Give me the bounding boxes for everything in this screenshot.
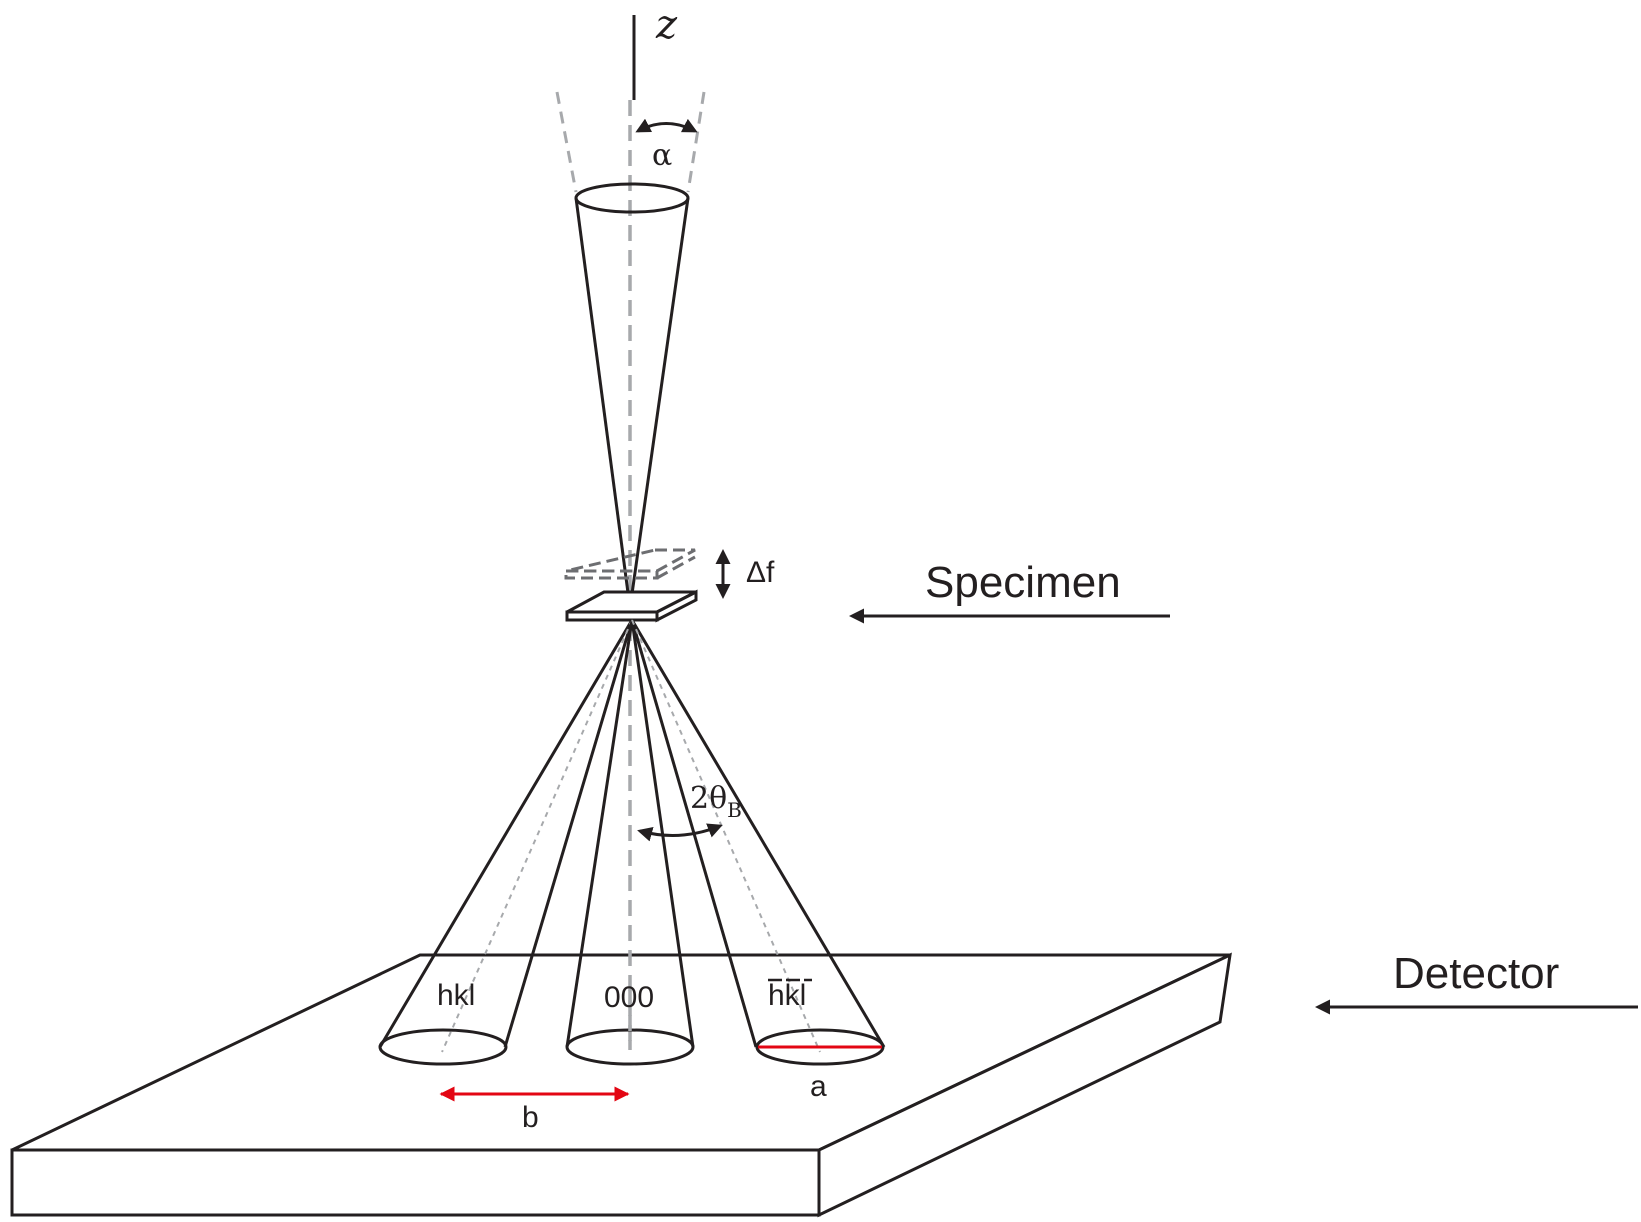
cone-extension-left — [555, 91, 578, 193]
specimen-plate — [565, 589, 698, 623]
detector-slab — [10, 952, 1232, 1218]
incident-cone-top-disc — [574, 182, 690, 214]
alpha-angle-arc — [635, 118, 698, 133]
two-theta-main: 2θ — [690, 781, 727, 816]
detector-label: Detector — [1393, 949, 1559, 998]
incident-cone-right-edge — [628, 197, 690, 609]
defocus-label: Δf — [746, 556, 775, 589]
hkl-bar-label: hkl — [768, 979, 806, 1012]
two-theta-label: 2θB — [690, 781, 742, 822]
defocus-plane — [564, 548, 696, 580]
incident-cone — [574, 182, 690, 609]
two-theta-arc — [637, 823, 723, 842]
two-theta-subscript: B — [727, 798, 742, 822]
b-label: b — [522, 1101, 539, 1134]
cone-extension-right — [686, 91, 706, 193]
hkl-bar-group: hkl — [768, 978, 812, 1012]
incident-cone-left-edge — [574, 197, 632, 609]
diffracted-cone-hkl — [378, 619, 634, 1066]
specimen-label: Specimen — [925, 558, 1121, 607]
z-axis-label: z — [655, 2, 678, 48]
hkl-label: hkl — [437, 979, 475, 1012]
origin-label: 000 — [604, 981, 654, 1014]
a-label: a — [810, 1070, 827, 1103]
alpha-label: α — [652, 138, 672, 173]
